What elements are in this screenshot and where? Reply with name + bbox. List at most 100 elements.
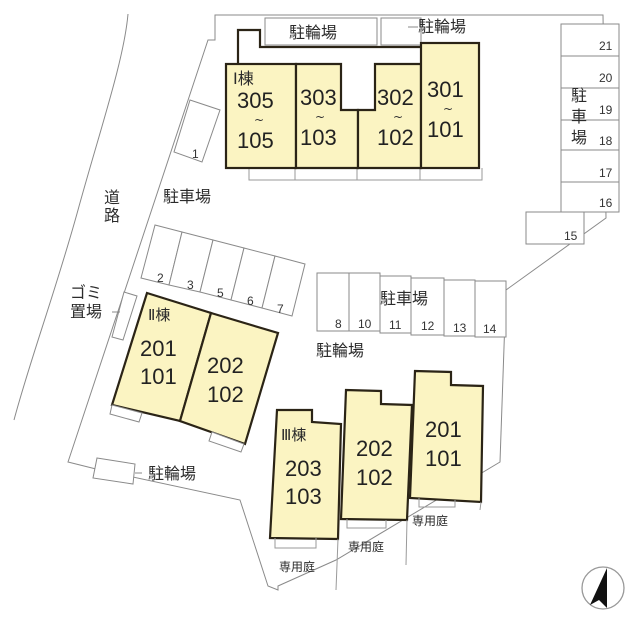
parking-label-middle: 駐車場 (380, 289, 428, 308)
slot-label-2: 2 (157, 271, 164, 285)
building-2-porch-left (109, 404, 143, 423)
unit-303-tilde: ~ (315, 110, 325, 124)
parking-slot-1[interactable] (173, 99, 221, 163)
bike-parking-label-top-right: 駐輪場 (418, 17, 466, 36)
slot-label-20: 20 (599, 71, 613, 85)
parking-lot-left (140, 224, 306, 317)
building-1-balcony-lines (248, 168, 483, 181)
building-1-unit-303[interactable] (294, 62, 360, 170)
parking-lot-middle (316, 272, 507, 338)
private-garden-label-2: 専用庭 (348, 539, 384, 554)
bike-parking-bottom-left-area (92, 457, 136, 485)
garbage-area (111, 291, 138, 341)
garbage-label-1: ゴミ (70, 283, 102, 302)
private-garden-label-1: 専用庭 (279, 559, 315, 574)
parking-slot-12[interactable] (410, 277, 445, 336)
slot-label-16: 16 (599, 196, 613, 210)
slot-label-17: 17 (599, 166, 613, 180)
parking-label-right-3: 場 (571, 128, 587, 147)
bike-parking-top-left-area (264, 17, 378, 46)
slot-label-1: 1 (192, 147, 199, 161)
parking-slot-11[interactable] (379, 275, 412, 334)
unit-305-tilde: ~ (254, 113, 264, 127)
unit-302-tilde: ~ (393, 110, 403, 124)
slot-label-7: 7 (277, 302, 284, 316)
building-1-unit-302[interactable] (356, 62, 423, 170)
bike-parking-label-bottom-left: 駐輪場 (148, 464, 196, 483)
building-2-porch-right (208, 431, 245, 453)
slot-label-6: 6 (247, 294, 254, 308)
parking-label-right-1: 駐 (571, 86, 587, 105)
building-1-unit-305[interactable] (224, 62, 298, 170)
slot-label-3: 3 (187, 278, 194, 292)
parking-slot-15[interactable] (525, 211, 585, 245)
parking-lot-right (525, 23, 620, 245)
building-3-unit-203-103[interactable] (268, 408, 343, 541)
parking-slot-17[interactable] (560, 149, 620, 183)
building-2-unit-202-102[interactable] (178, 311, 280, 446)
road-label-1: 道 (104, 188, 120, 207)
parking-slot-13[interactable] (443, 279, 476, 337)
north-arrow-icon (581, 566, 625, 610)
slot-label-21: 21 (599, 39, 613, 53)
road-edge-line (13, 13, 129, 421)
unit-105-label: 105 (237, 128, 274, 153)
parking-slot-18[interactable] (560, 119, 620, 151)
unit-101-label: 101 (427, 117, 464, 142)
building-2 (110, 291, 280, 446)
bike-parking-top-right-area (380, 17, 422, 46)
building-3-unit-201-101[interactable] (408, 369, 485, 504)
building-3-unit-201: 201 (425, 417, 462, 442)
parking-slot-16[interactable] (560, 181, 620, 213)
garbage-label-2: 置場 (70, 302, 102, 321)
unit-103-label: 103 (300, 125, 337, 150)
building-2-name: Ⅱ棟 (148, 306, 170, 324)
parking-slot-14[interactable] (474, 280, 507, 338)
parking-label-left: 駐車場 (163, 187, 211, 206)
building-3-unit-202: 202 (356, 436, 393, 461)
building-3-unit-202-102[interactable] (339, 388, 414, 522)
building-3-unit-102: 102 (356, 465, 393, 490)
unit-305-label: 305 (237, 88, 274, 113)
building-1-name: Ⅰ棟 (233, 69, 254, 88)
slot-label-8: 8 (335, 317, 342, 331)
building-2-unit-202: 202 (207, 353, 244, 378)
building-3-name: Ⅲ棟 (281, 426, 306, 444)
building-3-unit-203: 203 (285, 456, 322, 481)
parking-slot-10[interactable] (348, 272, 381, 332)
building-1-connector (236, 28, 422, 64)
slot-label-18: 18 (599, 134, 613, 148)
unit-303-label: 303 (300, 85, 337, 110)
slot-label-11: 11 (389, 318, 402, 332)
unit-301-tilde: ~ (443, 102, 453, 116)
parking-slot-19[interactable] (560, 87, 620, 121)
building-3 (268, 369, 485, 541)
road-label-2: 路 (104, 206, 120, 225)
slot-label-19: 19 (599, 103, 613, 117)
parking-slot-8[interactable] (316, 272, 350, 332)
unit-102-label: 102 (377, 125, 414, 150)
building-2-unit-101: 101 (140, 364, 177, 389)
building-3-unit-103: 103 (285, 484, 322, 509)
slot-label-13: 13 (453, 321, 467, 335)
bike-parking-label-top-left: 駐輪場 (289, 23, 337, 42)
slot-label-15: 15 (564, 229, 578, 243)
parking-label-right-2: 車 (571, 107, 587, 126)
parking-slot-7[interactable] (261, 255, 306, 317)
slot-label-5: 5 (217, 286, 224, 300)
building-2-unit-102: 102 (207, 382, 244, 407)
slot-label-10: 10 (358, 317, 372, 331)
building-2-unit-201: 201 (140, 336, 177, 361)
unit-302-label: 302 (377, 85, 414, 110)
slot-label-14: 14 (483, 322, 497, 336)
private-garden-label-3: 専用庭 (412, 513, 448, 528)
slot-label-12: 12 (421, 319, 435, 333)
building-1 (224, 41, 481, 170)
building-3-unit-101: 101 (425, 446, 462, 471)
bike-parking-label-middle: 駐輪場 (316, 341, 364, 360)
unit-301-label: 301 (427, 77, 464, 102)
building-1-unit-301[interactable] (419, 41, 481, 170)
private-garden-lines (274, 498, 482, 591)
parking-slot-21[interactable] (560, 23, 620, 57)
